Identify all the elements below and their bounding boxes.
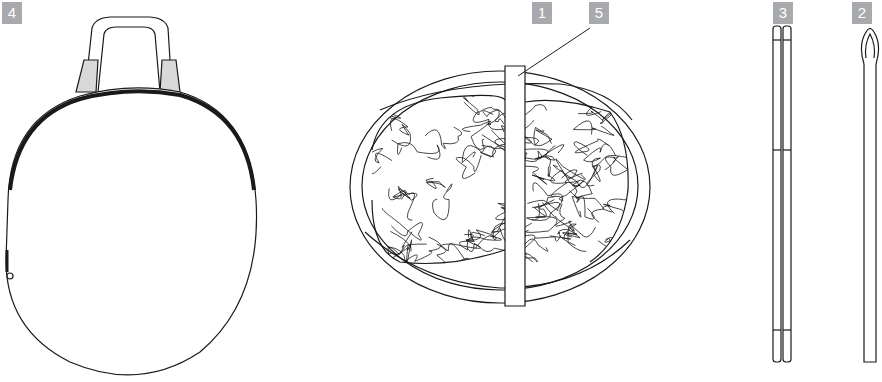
mesh-stroke xyxy=(572,196,594,219)
mesh-stroke xyxy=(609,101,629,113)
mesh-stroke xyxy=(608,188,656,214)
mesh-stroke xyxy=(388,237,441,261)
mesh-stroke xyxy=(598,232,649,249)
callout-number: 3 xyxy=(773,2,793,24)
mesh-stroke xyxy=(586,91,612,115)
mesh-stroke xyxy=(605,155,630,175)
callout-number: 4 xyxy=(2,2,22,24)
mesh-stroke xyxy=(523,203,557,232)
mesh-stroke xyxy=(551,170,577,197)
mesh-stroke xyxy=(532,181,584,208)
callout-number: 5 xyxy=(589,2,609,24)
mesh-stroke xyxy=(527,183,562,211)
callout-number: 2 xyxy=(852,2,872,24)
mesh-stroke xyxy=(407,240,427,262)
mesh-stroke xyxy=(374,103,401,119)
mesh-stroke xyxy=(394,189,417,220)
mesh-stroke xyxy=(365,148,392,174)
mesh-stroke xyxy=(432,184,452,220)
mesh-stroke xyxy=(606,237,634,270)
mesh-stroke xyxy=(587,157,615,186)
poles xyxy=(773,26,791,362)
mesh-stroke xyxy=(462,121,490,149)
mesh-stroke xyxy=(578,100,627,124)
mesh-stroke xyxy=(462,88,491,115)
callout-number: 1 xyxy=(532,2,552,24)
folded-net xyxy=(350,28,656,306)
mesh-stroke xyxy=(574,139,609,156)
mesh-stroke xyxy=(462,146,511,163)
bag xyxy=(6,17,257,375)
stake xyxy=(861,29,878,363)
mesh-stroke xyxy=(426,178,445,188)
mesh-stroke xyxy=(390,119,410,146)
mesh-stroke xyxy=(603,204,654,216)
mesh-stroke xyxy=(556,204,596,237)
mesh-stroke xyxy=(565,173,592,200)
mesh-stroke xyxy=(397,142,440,159)
mesh-stroke xyxy=(425,127,462,149)
mesh-stroke xyxy=(534,127,552,145)
mesh-stroke xyxy=(382,209,422,241)
mesh-stroke xyxy=(542,202,586,251)
mesh-stroke xyxy=(441,243,480,262)
mesh-stroke xyxy=(483,110,499,125)
mesh-stroke xyxy=(573,121,614,136)
mesh-stroke xyxy=(437,244,471,269)
mesh-stroke xyxy=(456,155,481,178)
